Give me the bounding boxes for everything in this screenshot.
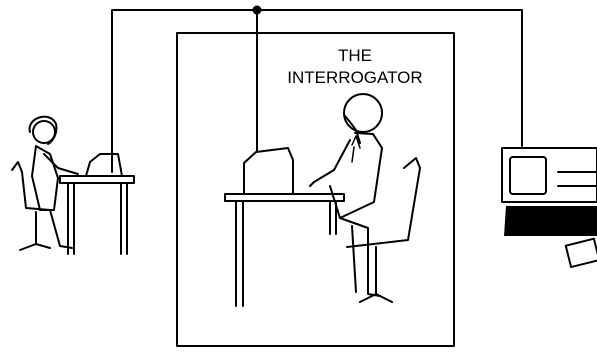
interrogator-leg-back bbox=[351, 225, 357, 293]
respondent-hair bbox=[28, 115, 58, 145]
keyboard-keys bbox=[511, 213, 591, 223]
respondent-desk-legs bbox=[67, 182, 128, 255]
computer-screen bbox=[509, 156, 547, 195]
interrogator-face bbox=[344, 115, 361, 144]
respondent-terminal bbox=[85, 153, 123, 177]
respondent-desk-top bbox=[59, 175, 135, 184]
interrogator-torso bbox=[329, 132, 383, 219]
respondent-arm bbox=[43, 153, 79, 175]
respondent-leg bbox=[49, 209, 73, 249]
human-respondent-figure bbox=[11, 115, 135, 255]
interrogator-figure bbox=[224, 93, 421, 307]
computer-mouse-unit bbox=[564, 237, 597, 269]
room-label-line2: INTERROGATOR bbox=[287, 68, 422, 87]
interrogator-terminal bbox=[243, 147, 294, 195]
computer-cabinet bbox=[501, 147, 597, 203]
interrogator-head bbox=[343, 93, 383, 133]
respondent-chair-base bbox=[19, 211, 51, 251]
interrogator-tie bbox=[351, 135, 361, 163]
computer-drives bbox=[557, 171, 597, 187]
computer-keyboard bbox=[504, 206, 597, 236]
top-wire bbox=[111, 9, 523, 173]
interrogator-leg bbox=[339, 217, 381, 297]
interrogator-room bbox=[176, 32, 455, 347]
interrogator-arm bbox=[309, 139, 351, 187]
computer-respondent-figure bbox=[501, 147, 597, 269]
interrogator-desk-top bbox=[224, 193, 345, 202]
wire-junction-dot bbox=[252, 5, 262, 15]
connection-wires bbox=[111, 5, 523, 173]
interrogator-desk-legs bbox=[235, 200, 337, 307]
interrogator-chair-base bbox=[359, 246, 393, 303]
interrogator-chair-back bbox=[346, 157, 421, 248]
respondent-torso bbox=[31, 145, 59, 211]
room-label-line1: THE bbox=[338, 46, 372, 65]
respondent-chair-back bbox=[11, 161, 51, 211]
